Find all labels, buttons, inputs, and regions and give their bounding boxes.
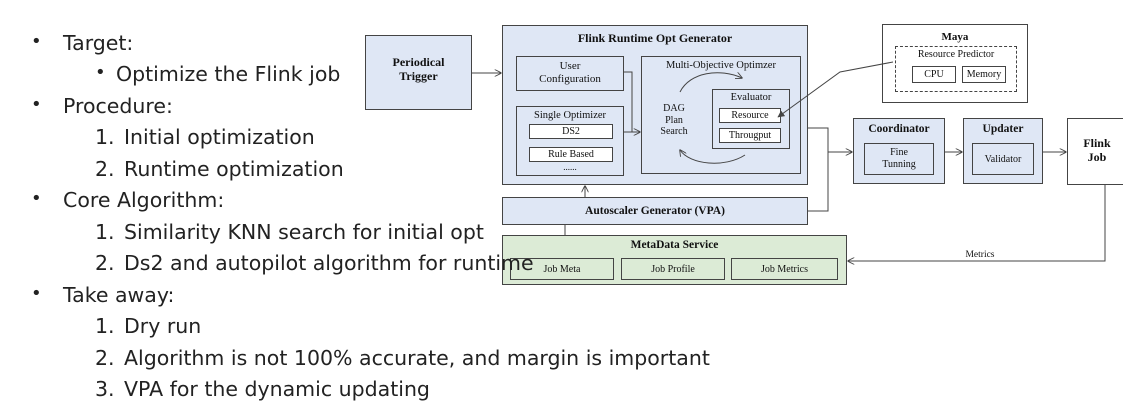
- fine-tuning-label: Fine Tunning: [882, 147, 916, 170]
- single-optimizer-label: Single Optimizer: [533, 110, 607, 121]
- sub-bullet-target-text: Optimize the Flink job: [116, 62, 341, 86]
- procedure-item-2-text: Runtime optimization: [124, 157, 344, 181]
- ds2-box: DS2: [529, 124, 613, 139]
- flink-job-box: Flink Job: [1067, 118, 1123, 185]
- job-metrics-box: Job Metrics: [731, 258, 838, 280]
- resource-label: Resource: [731, 110, 769, 121]
- autoscaler-to-coordinator-arrow: [808, 152, 829, 212]
- procedure-item-1-marker: 1.: [95, 125, 115, 149]
- takeaway-item-3-text: VPA for the dynamic updating: [124, 377, 430, 401]
- cpu-label: CPU: [924, 69, 944, 80]
- takeaway-item-1-marker: 1.: [95, 314, 115, 338]
- multi-objective-box: Multi-Objective Optimzer DAG Plan Search…: [641, 56, 801, 174]
- bullet-target: •: [31, 31, 42, 52]
- core-item-2-marker: 2.: [95, 251, 115, 275]
- job-metrics-label: Job Metrics: [761, 264, 808, 275]
- core-item-1-marker: 1.: [95, 220, 115, 244]
- takeaway-item-3-marker: 3.: [95, 377, 115, 401]
- procedure-item-1-text: Initial optimization: [124, 125, 315, 149]
- ds2-label: DS2: [562, 126, 580, 137]
- core-item-1-text: Similarity KNN search for initial opt: [124, 220, 484, 244]
- optimization-loop-arrow-bottom: [680, 150, 746, 164]
- takeaway-item-2-text: Algorithm is not 100% accurate, and marg…: [124, 346, 710, 370]
- bullet-core-algorithm-text: Core Algorithm:: [63, 188, 225, 212]
- rule-based-label: Rule Based: [548, 149, 594, 160]
- coordinator-title: Coordinator: [868, 123, 930, 135]
- job-meta-label: Job Meta: [543, 264, 581, 275]
- coordinator-box: Coordinator Fine Tunning: [853, 118, 945, 184]
- metrics-label: Metrics: [965, 250, 995, 260]
- maya-box: Maya Resource Predictor CPU Memory: [882, 24, 1028, 103]
- metadata-service-box: MetaData Service Job Meta Job Profile Jo…: [502, 235, 847, 285]
- optimizers-to-multiobjective-arrow: [623, 71, 640, 132]
- opt-generator-title: Flink Runtime Opt Generator: [577, 31, 733, 45]
- flink-job-to-metadata-arrow: [848, 185, 1106, 261]
- bullet-take-away: •: [31, 283, 42, 304]
- validator-label: Validator: [984, 154, 1022, 165]
- memory-label: Memory: [966, 69, 1002, 80]
- flink-job-label: Flink Job: [1083, 136, 1111, 164]
- sub-bullet-target: •: [95, 62, 106, 83]
- single-optimizer-box: Single Optimizer DS2 Rule Based ......: [516, 106, 624, 176]
- dag-plan-search-label: DAG Plan Search: [660, 103, 688, 137]
- user-configuration-label: User Configuration: [539, 60, 601, 85]
- bullet-core-algorithm: •: [31, 188, 42, 209]
- more-optimizers-label: ......: [563, 162, 577, 172]
- autoscaler-box: Autoscaler Generator (VPA): [502, 197, 808, 225]
- optimization-loop-arrow-top: [679, 73, 742, 93]
- job-profile-box: Job Profile: [621, 258, 725, 280]
- periodical-trigger-box: Periodical Trigger: [365, 35, 472, 110]
- takeaway-item-2-marker: 2.: [95, 346, 115, 370]
- metadata-service-title: MetaData Service: [630, 239, 719, 251]
- cpu-box: CPU: [912, 66, 956, 83]
- resource-predictor-label: Resource Predictor: [917, 49, 995, 60]
- validator-box: Validator: [972, 143, 1034, 175]
- resource-predictor-box: Resource Predictor CPU Memory: [895, 46, 1017, 92]
- periodical-trigger-label: Periodical Trigger: [392, 55, 445, 83]
- opt-generator-box: Flink Runtime Opt Generator User Configu…: [502, 25, 808, 185]
- bullet-target-text: Target:: [63, 31, 134, 55]
- procedure-item-2-marker: 2.: [95, 157, 115, 181]
- evaluator-label: Evaluator: [730, 92, 772, 103]
- updater-box: Updater Validator: [963, 118, 1043, 184]
- bullet-procedure: •: [31, 94, 42, 115]
- multi-objective-label: Multi-Objective Optimzer: [666, 60, 776, 71]
- bullet-take-away-text: Take away:: [63, 283, 175, 307]
- predictor-to-resource-arrow: [777, 61, 894, 118]
- rule-based-box: Rule Based: [529, 147, 613, 162]
- updater-title: Updater: [982, 123, 1024, 135]
- user-configuration-box: User Configuration: [516, 56, 624, 91]
- generator-to-coordinator-arrow: [808, 127, 852, 152]
- fine-tuning-box: Fine Tunning: [864, 143, 934, 175]
- autoscaler-label: Autoscaler Generator (VPA): [585, 205, 725, 217]
- memory-box: Memory: [962, 66, 1006, 83]
- core-item-2-text: Ds2 and autopilot algorithm for runtime: [124, 251, 534, 275]
- job-meta-box: Job Meta: [510, 258, 614, 280]
- bullet-procedure-text: Procedure:: [63, 94, 173, 118]
- throughput-label: Througput: [728, 130, 772, 141]
- job-profile-label: Job Profile: [651, 264, 695, 275]
- takeaway-item-1-text: Dry run: [124, 314, 202, 338]
- maya-title: Maya: [941, 31, 969, 43]
- evaluator-box: Evaluator Resource Througput: [712, 89, 790, 149]
- throughput-box: Througput: [719, 128, 781, 143]
